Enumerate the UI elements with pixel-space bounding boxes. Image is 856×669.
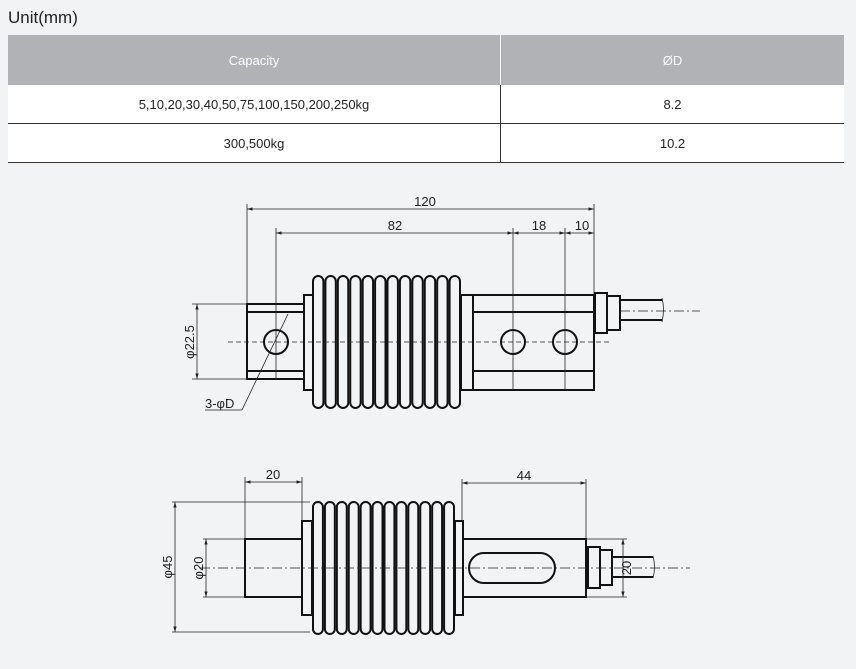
unit-label: Unit(mm) bbox=[8, 8, 78, 27]
cable-gland bbox=[587, 546, 601, 589]
cell-diameter: 8.2 bbox=[500, 85, 844, 124]
table-header-row: Capacity ØD bbox=[8, 35, 844, 85]
dim-dia45: φ45 bbox=[160, 556, 175, 579]
cell-diameter: 10.2 bbox=[500, 123, 844, 163]
dim-10: 10 bbox=[575, 218, 589, 233]
dim-cable-20: 20 bbox=[619, 561, 634, 575]
cell-capacity: 5,10,20,30,40,50,75,100,150,200,250kg bbox=[8, 85, 501, 124]
left-flange bbox=[303, 294, 314, 391]
top-view: 120 82 18 10 φ22.5 3-φD bbox=[182, 194, 700, 411]
dim-44: 44 bbox=[517, 468, 531, 483]
right-flange bbox=[460, 294, 474, 391]
cable-gland bbox=[594, 292, 608, 334]
right-block bbox=[472, 294, 595, 391]
header-diameter: ØD bbox=[500, 35, 844, 85]
side-view: 20 44 φ45 φ20 20 bbox=[160, 467, 690, 635]
cell-capacity: 300,500kg bbox=[8, 123, 501, 163]
table-row: 5,10,20,30,40,50,75,100,150,200,250kg 8.… bbox=[8, 85, 844, 124]
capacity-table: Capacity ØD 5,10,20,30,40,50,75,100,150,… bbox=[8, 35, 844, 163]
header-capacity: Capacity bbox=[8, 35, 501, 85]
left-block bbox=[246, 303, 305, 380]
table-row: 300,500kg 10.2 bbox=[8, 123, 844, 163]
dim-120: 120 bbox=[414, 194, 436, 209]
dim-18: 18 bbox=[532, 218, 546, 233]
dim-22-5: φ22.5 bbox=[182, 325, 197, 359]
hole-note: 3-φD bbox=[205, 396, 234, 411]
dim-20: 20 bbox=[266, 467, 280, 482]
dim-82: 82 bbox=[388, 218, 402, 233]
dim-dia20: φ20 bbox=[191, 557, 206, 580]
